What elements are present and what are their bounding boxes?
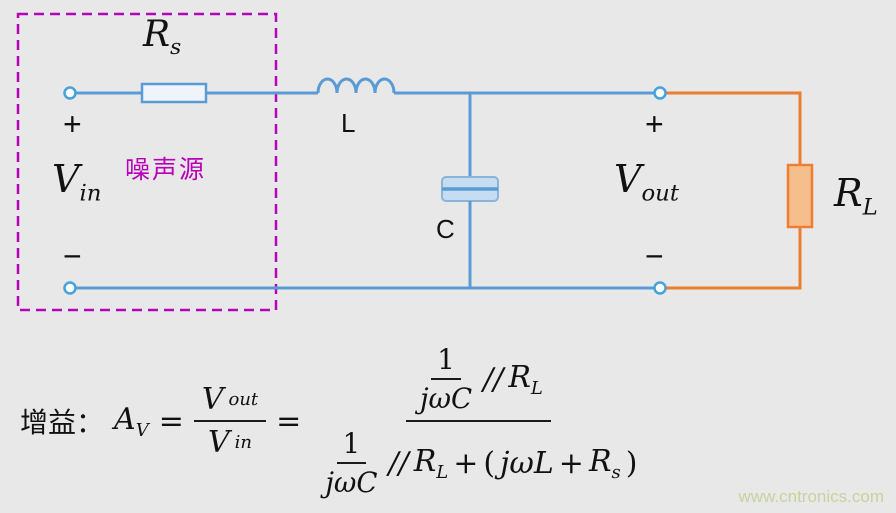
one-over-jwc-denominator: 1 jωC	[319, 425, 383, 501]
inductor-label: L	[341, 108, 356, 138]
den-rl-sub: L	[436, 461, 449, 483]
den-rs-base: R	[588, 443, 612, 479]
rl-base: R	[834, 171, 863, 215]
den-rs-sub: s	[611, 461, 621, 483]
vout-sub: out	[641, 180, 680, 207]
formula-equals-2: =	[276, 403, 302, 439]
rl-label: RL	[834, 174, 878, 219]
terminal-bottom-right	[653, 281, 667, 295]
terminal-top-right	[653, 86, 667, 100]
vout-base: V	[614, 157, 642, 201]
den-plus-2: +	[558, 445, 584, 481]
den-jwl: jωL	[500, 445, 554, 481]
gain-sub: V	[135, 419, 149, 441]
num-rl: RL	[508, 360, 543, 399]
den-rl-base: R	[413, 443, 437, 479]
rs-label: Rs	[143, 16, 181, 59]
formula-prefix: 增益：	[20, 407, 105, 438]
rl-sub: L	[862, 194, 878, 221]
gain-base: A	[114, 401, 136, 437]
den-parallel-op: //	[388, 445, 409, 481]
vin-minus-sign: −	[63, 238, 82, 274]
capacitor-label: C	[436, 214, 455, 244]
den-lparen: (	[483, 445, 496, 481]
noise-source-label: 噪声源	[125, 156, 207, 184]
num-rl-base: R	[508, 359, 531, 395]
impedance-numerator: 1 jωC // RL	[405, 338, 551, 422]
num-one: 1	[431, 341, 461, 380]
vin-sub: in	[79, 180, 102, 207]
den-rparen: )	[625, 445, 638, 481]
vin-base: V	[52, 157, 80, 201]
impedance-denominator: 1 jωC // RL + ( jωL + Rs )	[311, 422, 645, 504]
terminal-bottom-left	[63, 281, 77, 295]
den-rs: Rs	[589, 444, 621, 483]
num-parallel-op: //	[483, 361, 504, 397]
den-rl: RL	[414, 444, 449, 483]
frac-vin-sub: in	[234, 432, 253, 453]
load-wire-bottom	[666, 227, 802, 290]
impedance-fraction: 1 jωC // RL 1 jωC // RL + ( jωL + Rs )	[311, 338, 645, 504]
frac-vout-sub: out	[228, 389, 259, 410]
vout-label: Vout	[614, 160, 679, 205]
watermark: www.cntronics.com	[738, 487, 884, 506]
terminal-top-left	[63, 86, 77, 100]
num-rl-sub: L	[530, 377, 543, 399]
vin-plus-sign: +	[63, 106, 82, 142]
formula-equals-1: =	[158, 403, 184, 439]
vout-minus-sign: −	[645, 238, 664, 274]
inductor-coil	[316, 77, 396, 94]
rs-base: R	[143, 14, 171, 55]
den-one: 1	[336, 425, 367, 464]
formula-gain-symbol: AV	[114, 402, 149, 441]
den-plus-1: +	[453, 445, 479, 481]
rl-resistor	[786, 163, 814, 229]
frac-vout-base: V	[201, 382, 224, 417]
den-jwc: jωC	[325, 466, 378, 499]
noise-source-box	[16, 12, 278, 312]
rs-resistor	[140, 82, 208, 104]
vout-plus-sign: +	[645, 106, 664, 142]
frac-vin-base: V	[207, 425, 230, 460]
vin-label: Vin	[52, 160, 101, 205]
one-over-jwc-numerator: 1 jωC	[414, 341, 478, 417]
rs-sub: s	[170, 35, 182, 61]
num-jwc: jωC	[419, 382, 473, 415]
load-wire-top	[666, 91, 802, 165]
